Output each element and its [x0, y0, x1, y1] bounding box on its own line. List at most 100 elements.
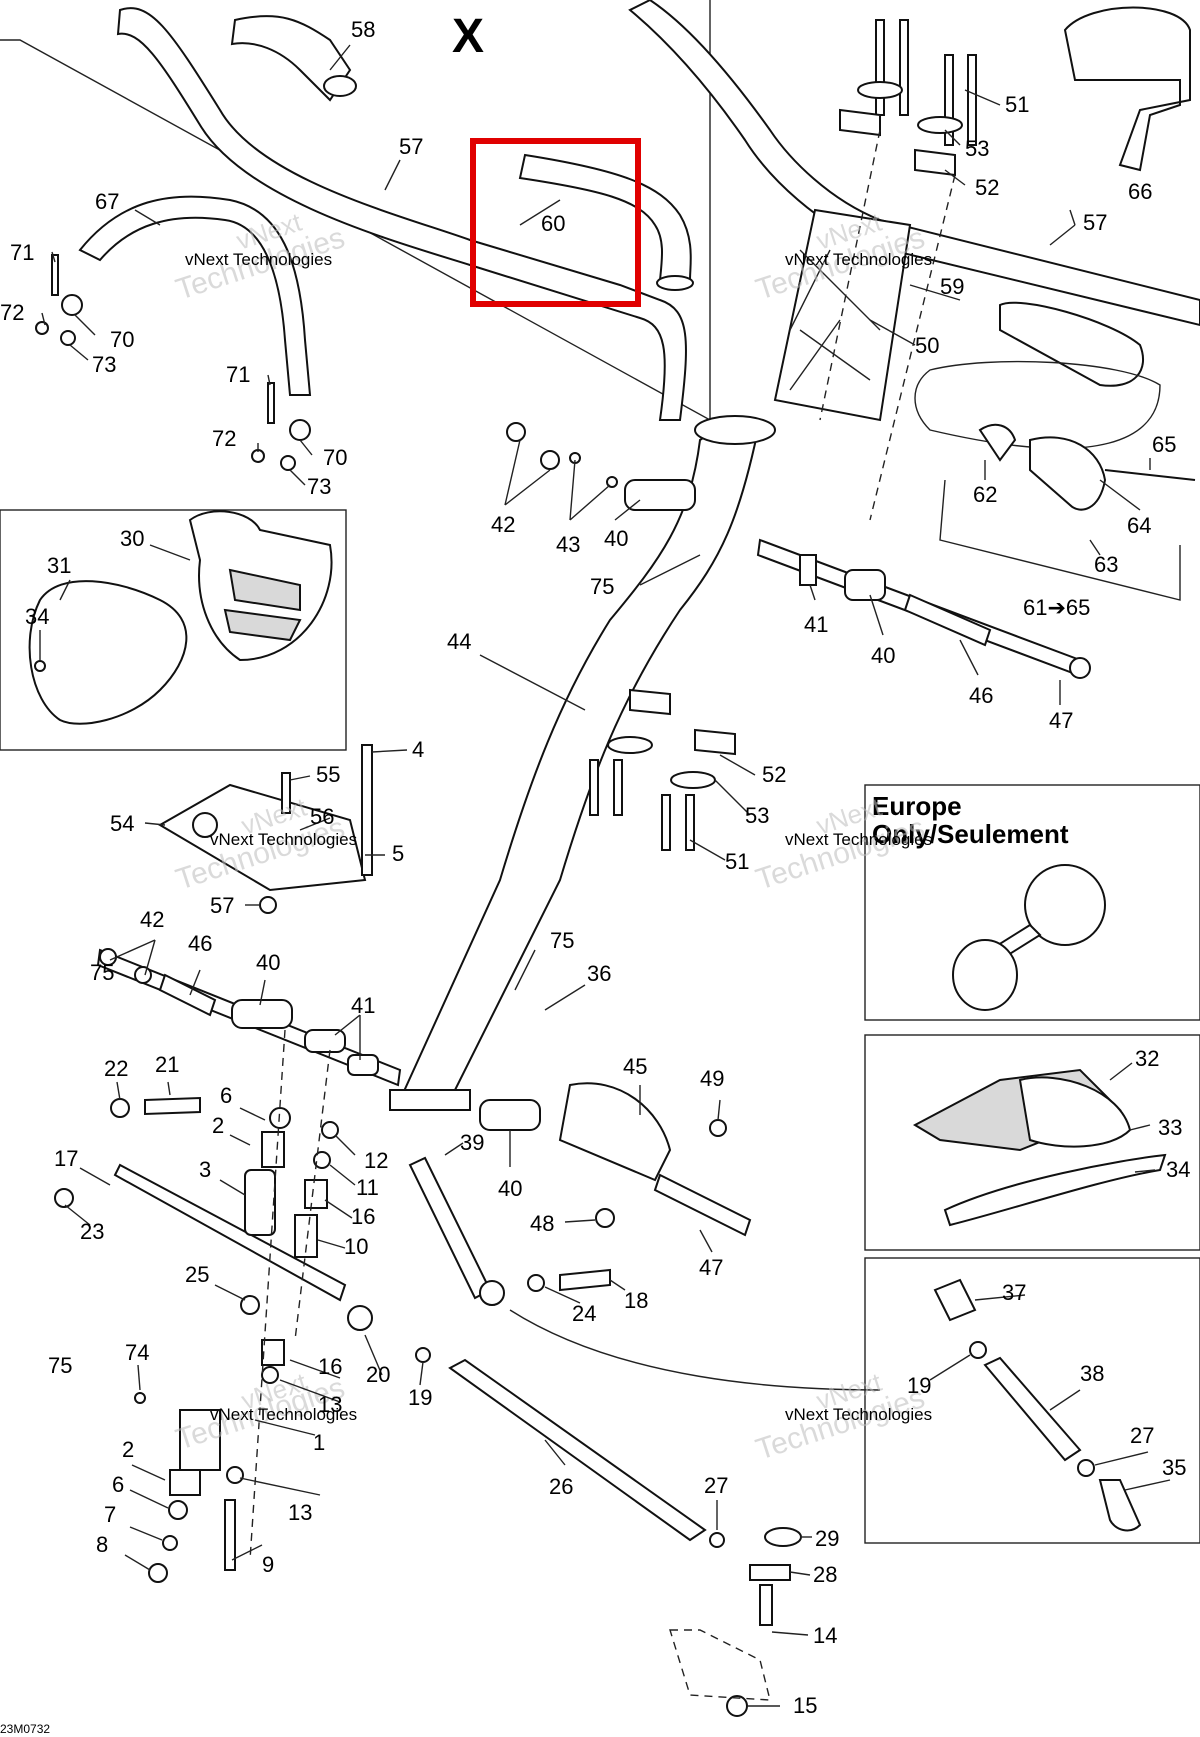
washer-24	[527, 1274, 545, 1292]
grip-59	[999, 301, 1145, 387]
callout-37: 37	[1002, 1280, 1026, 1305]
callout-75: 75	[90, 960, 114, 985]
nut-12	[321, 1121, 339, 1139]
grease-bulb	[1024, 864, 1106, 946]
washer-73a	[60, 330, 76, 346]
steering-column-44	[398, 419, 762, 1101]
callout-70: 70	[110, 327, 134, 352]
callout-4: 4	[412, 737, 424, 762]
nut-23	[54, 1188, 74, 1208]
callout-44: 44	[447, 629, 471, 654]
watermark-caption-4: vNext Technologies	[785, 830, 932, 849]
link-46b	[158, 973, 217, 1017]
callout-74: 74	[125, 1340, 149, 1365]
callout-48: 48	[530, 1211, 554, 1236]
bolt-49	[709, 1119, 727, 1137]
callout-11: 11	[356, 1175, 379, 1200]
bushing-40b	[844, 569, 886, 601]
callout-57: 57	[399, 134, 423, 159]
tube-67	[78, 195, 312, 396]
callout-52: 52	[762, 762, 786, 787]
callout-73: 73	[92, 352, 116, 377]
ski-leg	[669, 1629, 771, 1701]
callout-64: 64	[1127, 513, 1151, 538]
nut-42a	[506, 422, 526, 442]
bolt-51g	[661, 794, 671, 851]
nut-48	[595, 1208, 615, 1228]
diagram-code: 23M0732	[0, 1722, 50, 1736]
callout-50: 50	[915, 333, 939, 358]
washer-13b	[226, 1466, 244, 1484]
callout-51: 51	[1005, 92, 1029, 117]
bushing-16a	[304, 1179, 328, 1209]
callout-40: 40	[256, 950, 280, 975]
washer-6b	[168, 1500, 188, 1520]
drag-link	[408, 1156, 492, 1300]
bolt-47b	[653, 1173, 752, 1237]
clamp-70a	[61, 294, 83, 316]
bushing-2b	[169, 1469, 201, 1496]
europe-inset-frame	[864, 784, 1200, 1021]
callout-3: 3	[199, 1157, 211, 1182]
callout-47: 47	[1049, 708, 1073, 733]
housing-inset-frame	[0, 509, 347, 751]
callout-27: 27	[1130, 1423, 1154, 1448]
bracket-hole	[192, 812, 218, 838]
nut-19b	[969, 1341, 987, 1359]
cap-29	[764, 1527, 802, 1547]
bolt-51f	[613, 759, 623, 816]
steering-column	[389, 6, 1196, 1111]
clamp-52b	[914, 148, 956, 177]
bracket-54	[158, 783, 367, 892]
nut-19a	[415, 1347, 431, 1363]
callout-52: 52	[975, 175, 999, 200]
callout-10: 10	[344, 1234, 368, 1259]
callout-41: 41	[351, 993, 375, 1018]
clamp-52a	[839, 108, 881, 137]
watermark-caption-2: vNext Technologies	[785, 250, 932, 269]
callout-58: 58	[351, 17, 375, 42]
end-62	[978, 423, 1017, 462]
callout-27: 27	[704, 1473, 728, 1498]
nut-42b	[540, 450, 560, 470]
handlebar-tube	[116, 7, 687, 421]
callout-53: 53	[745, 803, 769, 828]
callout-54: 54	[110, 811, 134, 836]
column-base-plate	[389, 1089, 471, 1111]
callout-9: 9	[262, 1552, 274, 1577]
washer-53d	[670, 771, 716, 789]
upper-bolt-axis	[819, 129, 956, 521]
boot-inset-frame	[864, 1034, 1200, 1251]
callout-2: 2	[122, 1437, 134, 1462]
clamp-70b	[289, 419, 311, 441]
callout-51: 51	[725, 849, 749, 874]
callout-1: 1	[313, 1430, 325, 1455]
washer-53b	[917, 116, 963, 134]
bushing-41a	[799, 554, 817, 586]
callout-14: 14	[813, 1623, 837, 1648]
clamp-52c	[629, 688, 671, 716]
cable-65	[1104, 469, 1196, 481]
tube-end-58	[323, 75, 357, 97]
callout-24: 24	[572, 1301, 596, 1326]
bolt-51d	[967, 54, 977, 146]
callout-13: 13	[288, 1500, 312, 1525]
callout-65: 65	[1152, 432, 1176, 457]
callout-70: 70	[323, 445, 347, 470]
callout-49: 49	[700, 1066, 724, 1091]
grip-bend-58	[230, 15, 352, 102]
callout-23: 23	[80, 1219, 104, 1244]
washer-13a	[261, 1366, 279, 1384]
washer-6a	[269, 1107, 291, 1129]
callout-6: 6	[112, 1472, 124, 1497]
callout-63: 63	[1094, 552, 1118, 577]
bolt-55	[281, 772, 291, 814]
europe-note-line2: Only/Seulement	[872, 819, 1069, 849]
end-28	[749, 1564, 791, 1581]
assembly-bracket-61-65	[939, 479, 1181, 601]
end-35	[1098, 1479, 1142, 1532]
callout-67: 67	[95, 189, 119, 214]
end-37	[933, 1278, 977, 1322]
washer-11	[313, 1151, 331, 1169]
callout-34: 34	[25, 604, 49, 629]
